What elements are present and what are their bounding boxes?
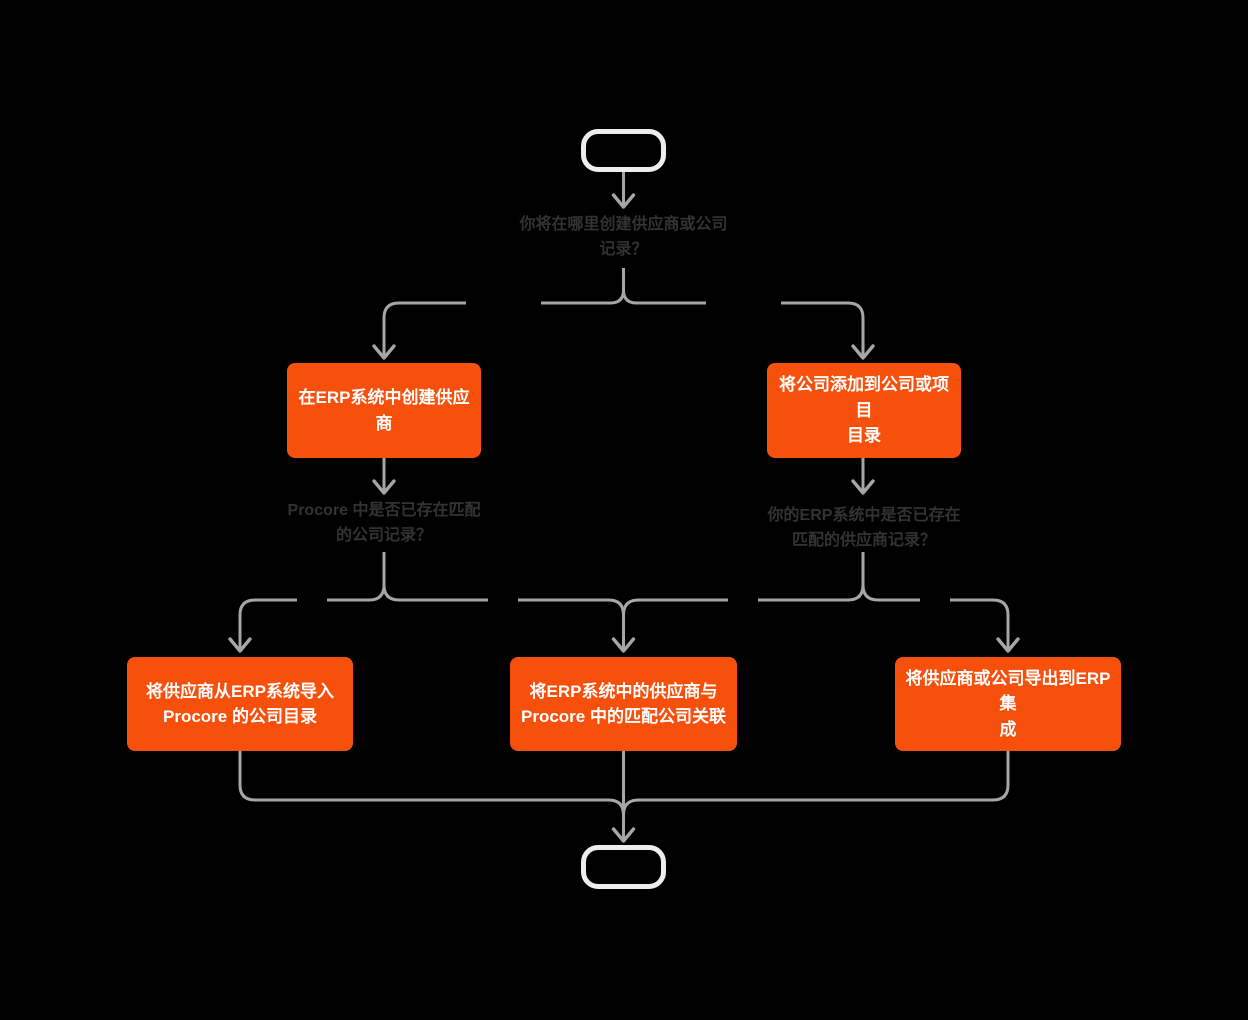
action-line: 将供应商或公司导出到ERP集	[905, 668, 1111, 714]
arrowhead-icon	[372, 479, 396, 495]
question-where-create-record: 你将在哪里创建供应商或公司 记录？	[493, 212, 754, 262]
end-node	[581, 845, 666, 889]
arrowhead-icon	[228, 637, 252, 653]
edge-label-gap	[920, 591, 950, 609]
action-line: Procore 中的匹配公司关联	[521, 707, 726, 726]
action-line: 成	[999, 719, 1017, 739]
action-create-vendor-erp: 在ERP系统中创建供应商	[287, 363, 481, 458]
edge-export-to-end	[622, 751, 1010, 839]
arrowhead-icon	[611, 827, 636, 843]
question-line: 匹配的供应商记录？	[791, 532, 936, 549]
action-line: 在ERP系统中创建供应商	[298, 388, 470, 433]
action-line: 将ERP系统中的供应商与	[529, 681, 718, 701]
action-import-vendors: 将供应商从ERP系统导入 Procore 的公司目录	[127, 657, 353, 751]
edge-label-gap	[488, 591, 518, 609]
arrowhead-icon	[851, 479, 875, 495]
action-line: 将供应商从ERP系统导入	[146, 681, 334, 701]
arrowhead-icon	[611, 637, 636, 653]
action-line: 目录	[847, 426, 881, 446]
question-line: 你的ERP系统中是否已存在	[767, 507, 961, 524]
edge-import-to-end	[238, 751, 625, 839]
edge-label-gap	[706, 294, 781, 312]
arrowhead-icon	[372, 344, 396, 360]
question-erp-match-exists: 你的ERP系统中是否已存在 匹配的供应商记录？	[744, 503, 984, 553]
arrowhead-icon	[851, 344, 875, 360]
question-line: Procore 中是否已存在匹配	[287, 502, 481, 519]
action-export-vendors: 将供应商或公司导出到ERP集 成	[895, 657, 1121, 751]
action-line: 将公司添加到公司或项目	[779, 375, 949, 420]
action-line: Procore 的公司目录	[163, 707, 317, 726]
edge-label-gap	[297, 591, 327, 609]
question-line: 记录？	[599, 241, 648, 258]
question-line: 的公司记录？	[335, 527, 432, 544]
question-line: 你将在哪里创建供应商或公司	[519, 216, 728, 233]
edge-label-gap	[728, 591, 758, 609]
start-node	[581, 129, 666, 172]
action-add-company-directory: 将公司添加到公司或项目 目录	[767, 363, 961, 458]
arrowhead-icon	[996, 637, 1020, 653]
arrowhead-icon	[611, 193, 636, 209]
action-link-vendors: 将ERP系统中的供应商与 Procore 中的匹配公司关联	[510, 657, 737, 751]
question-procore-match-exists: Procore 中是否已存在匹配 的公司记录？	[264, 498, 504, 548]
edge-label-gap	[466, 294, 541, 312]
